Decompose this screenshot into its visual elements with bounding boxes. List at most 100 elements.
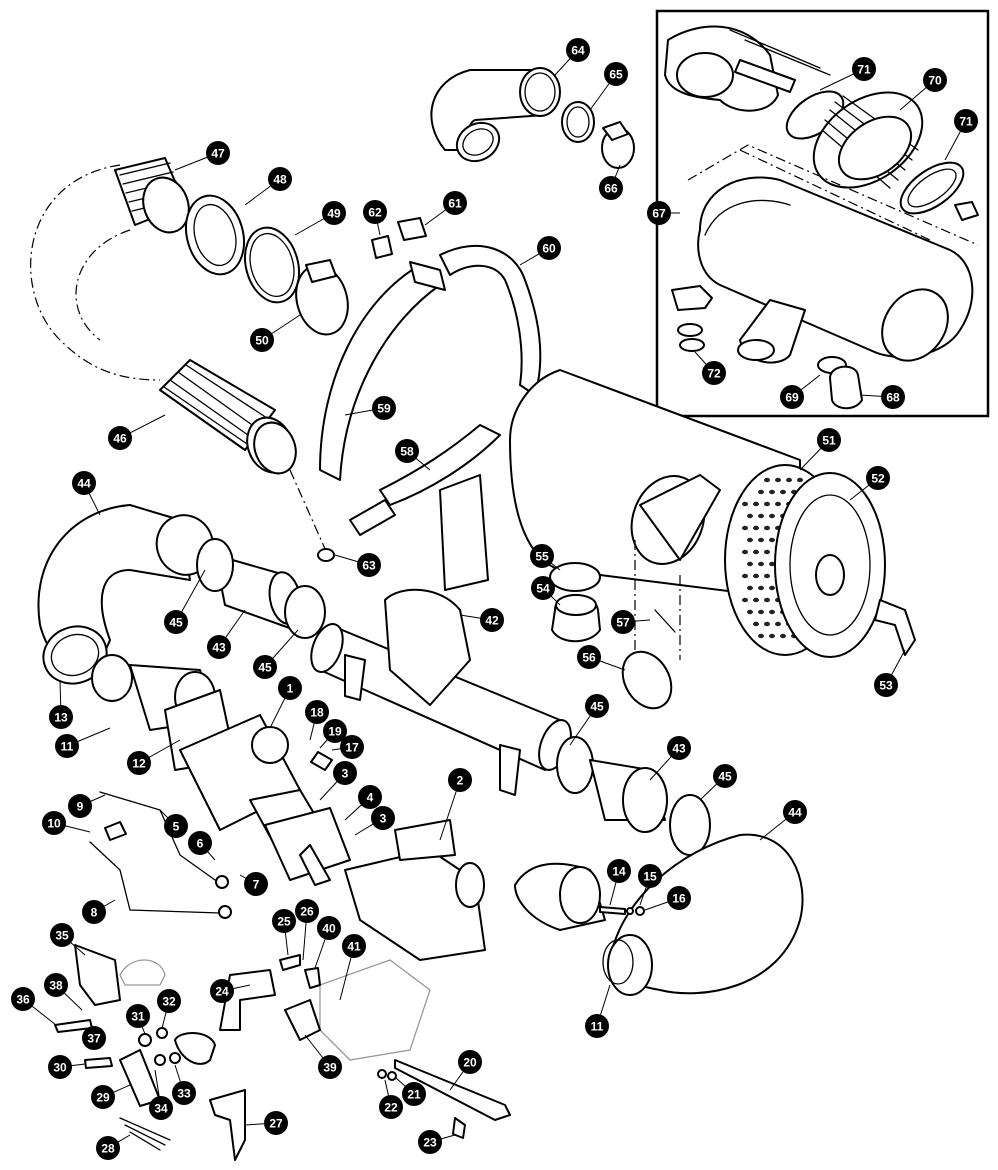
callout-marker (206, 141, 230, 165)
perforation-hole (764, 525, 770, 531)
callout-marker (443, 191, 467, 215)
callout-marker (448, 768, 472, 792)
perforation-hole (758, 537, 764, 543)
callout-number: 59 (377, 402, 391, 416)
callout-c68: 68 (859, 385, 905, 409)
callout-number: 45 (718, 770, 732, 784)
throttle-linkage-group (54, 944, 511, 1161)
callout-number: 29 (96, 1091, 110, 1105)
perforation-hole (764, 549, 770, 555)
callout-c23: 23 (418, 1130, 456, 1154)
callout-marker (44, 973, 68, 997)
callout-c14: 14 (607, 859, 631, 906)
callout-number: 64 (571, 44, 585, 58)
callout-number: 13 (54, 711, 68, 725)
perforation-hole (769, 561, 775, 567)
perforation-hole (769, 513, 775, 519)
callout-c51: 51 (799, 428, 841, 471)
callout-number: 9 (77, 800, 84, 814)
callout-marker (318, 1055, 342, 1079)
callout-c43b: 43 (649, 736, 691, 781)
callout-number: 45 (590, 700, 604, 714)
callout-number: 32 (162, 995, 176, 1009)
callout-number: 6 (197, 837, 204, 851)
callout-number: 47 (211, 147, 225, 161)
callout-number: 45 (258, 661, 272, 675)
callout-marker (149, 1096, 173, 1120)
callout-number: 38 (49, 979, 63, 993)
main-air-cleaner (509, 369, 916, 710)
callout-marker (172, 1081, 196, 1105)
callout-number: 27 (269, 1117, 283, 1131)
perforation-hole (742, 597, 748, 603)
perforation-hole (753, 549, 759, 555)
callout-number: 11 (591, 1020, 604, 1034)
perforation-hole (747, 609, 753, 615)
perforation-hole (764, 621, 770, 627)
callout-number: 68 (886, 391, 900, 405)
perforation-hole (742, 573, 748, 579)
callout-c52: 52 (849, 466, 890, 501)
callout-c50: 50 (250, 314, 301, 352)
callout-marker (954, 109, 978, 133)
callout-number: 34 (154, 1102, 168, 1116)
callout-c3a: 3 (319, 761, 357, 801)
callout-c53: 53 (874, 649, 906, 697)
callout-c63: 63 (334, 553, 381, 577)
callout-marker (852, 57, 876, 81)
callout-marker (667, 886, 691, 910)
callout-marker (363, 200, 387, 224)
callout-marker (458, 1050, 482, 1074)
callout-number: 48 (273, 173, 287, 187)
callout-marker (611, 610, 635, 634)
callout-marker (817, 428, 841, 452)
callout-number: 20 (463, 1056, 477, 1070)
perforation-hole (758, 633, 764, 639)
perforation-hole (753, 525, 759, 531)
perforation-hole (780, 633, 786, 639)
callout-c60: 60 (519, 236, 561, 266)
callout-number: 19 (328, 725, 342, 739)
callout-marker (322, 201, 346, 225)
callout-marker (783, 800, 807, 824)
callout-c17: 17 (331, 735, 364, 759)
callout-marker (188, 831, 212, 855)
callout-marker (68, 794, 92, 818)
callout-c30: 30 (48, 1055, 86, 1079)
callout-number: 7 (253, 878, 260, 892)
callout-marker (333, 761, 357, 785)
callout-number: 44 (77, 477, 91, 491)
perforation-hole (775, 477, 781, 483)
callout-c6: 6 (188, 831, 216, 861)
perforated-filter-drum (724, 464, 886, 658)
perforation-hole (775, 621, 781, 627)
callout-c61: 61 (424, 191, 467, 226)
callout-marker (210, 979, 234, 1003)
callout-number: 1 (287, 682, 294, 696)
callout-number: 22 (384, 1101, 398, 1115)
callout-c11a: 11 (55, 727, 111, 758)
callout-number: 8 (91, 906, 98, 920)
callout-c40: 40 (314, 916, 341, 969)
perforation-hole (747, 513, 753, 519)
callout-marker (278, 676, 302, 700)
callout-marker (49, 705, 73, 729)
callout-marker (108, 426, 132, 450)
callout-marker (881, 385, 905, 409)
callout-marker (402, 1082, 426, 1106)
callout-number: 57 (616, 616, 630, 630)
callout-number: 36 (16, 993, 30, 1007)
perforation-hole (769, 585, 775, 591)
callout-marker (379, 1095, 403, 1119)
callout-c69: 69 (780, 374, 821, 409)
callout-number: 71 (959, 115, 973, 129)
callout-marker (340, 735, 364, 759)
callout-marker (91, 1085, 115, 1109)
perforation-hole (764, 573, 770, 579)
callout-c18: 18 (305, 700, 329, 741)
callout-marker (713, 764, 737, 788)
callout-number: 3 (342, 767, 349, 781)
callout-marker (418, 1130, 442, 1154)
callout-number: 31 (131, 1010, 145, 1024)
